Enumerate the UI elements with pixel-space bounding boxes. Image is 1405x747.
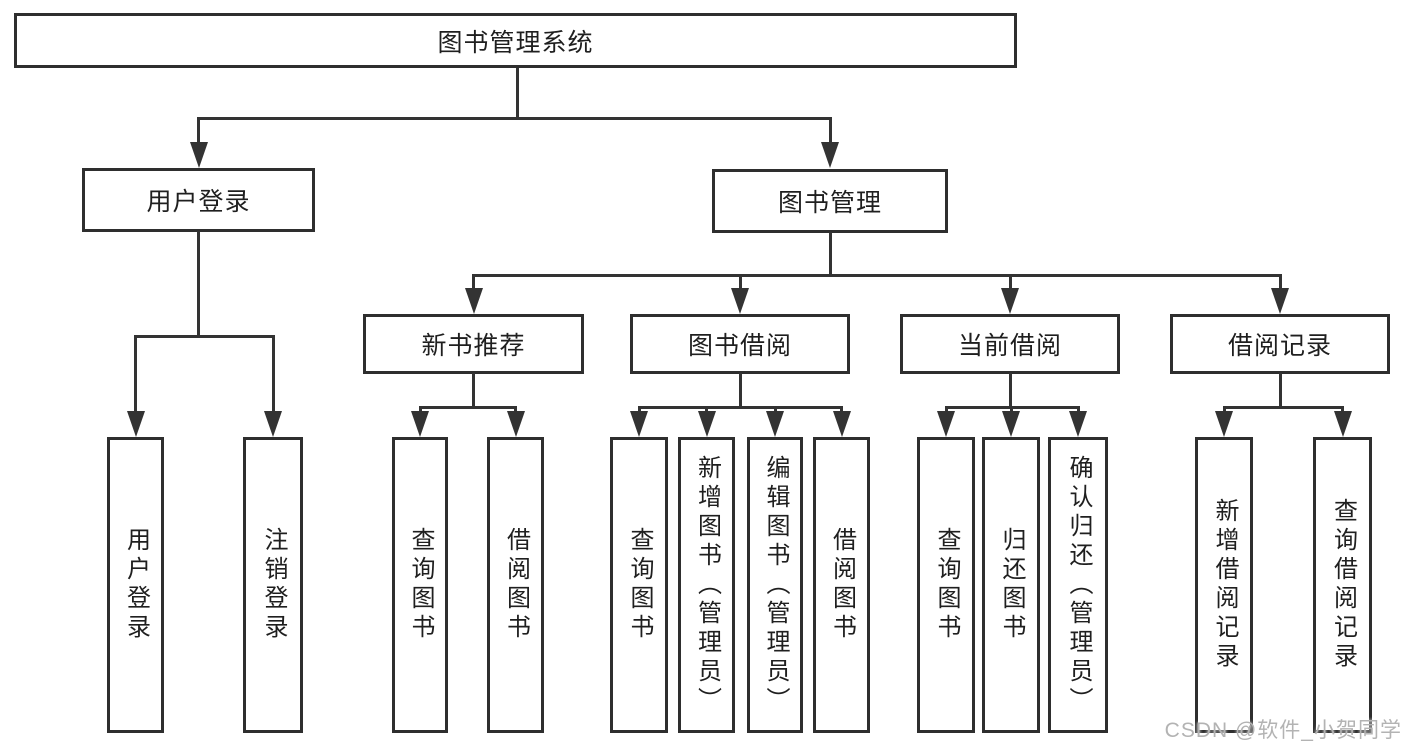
node-label: 查询图书 <box>407 527 434 643</box>
node-label: 确认归还（管理员） <box>1065 454 1092 716</box>
node-label: 图书管理 <box>777 189 882 217</box>
node-label: 借阅图书 <box>828 527 856 643</box>
box-records-query-record: 查询借阅记录 <box>1313 437 1372 733</box>
connector-line <box>197 231 200 338</box>
connector-line <box>472 373 475 409</box>
connector-line <box>738 373 742 409</box>
arrowhead-down-icon <box>1271 288 1289 314</box>
connector-line <box>1222 406 1344 409</box>
box-book-borrowing: 图书借阅 <box>630 314 850 374</box>
arrowhead-down-icon <box>630 411 648 437</box>
arrowhead-down-icon <box>1333 411 1352 437</box>
connector-line <box>197 117 832 120</box>
connector-line <box>134 335 275 338</box>
node-label: 编辑图书（管理员） <box>762 454 789 716</box>
box-book-management-system: 图书管理系统 <box>14 13 1017 68</box>
arrowhead-down-icon <box>766 411 784 437</box>
node-label: 借阅图书 <box>502 527 530 643</box>
node-label: 查询图书 <box>933 527 960 643</box>
connector-line <box>472 274 475 296</box>
arrowhead-down-icon <box>264 411 282 437</box>
box-borrowing-query-books: 查询图书 <box>610 437 668 733</box>
arrowhead-down-icon <box>464 288 483 314</box>
arrowhead-down-icon <box>937 411 955 437</box>
box-borrowing-borrow-books: 借阅图书 <box>813 437 870 733</box>
node-label: 图书管理系统 <box>437 28 594 57</box>
node-label: 图书借阅 <box>687 332 792 360</box>
box-book-management: 图书管理 <box>712 169 948 233</box>
connector-line <box>515 68 519 120</box>
connector-line <box>828 117 832 150</box>
box-borrowing-add-books-admin: 新增图书（管理员） <box>678 437 735 733</box>
box-user-login: 用户登录 <box>82 168 315 232</box>
connector-line <box>271 335 275 417</box>
arrowhead-down-icon <box>1069 411 1087 437</box>
node-label: 借阅记录 <box>1227 332 1332 360</box>
connector-line <box>1008 274 1012 296</box>
connector-line <box>828 232 832 277</box>
connector-line <box>418 406 517 409</box>
box-current-borrowing: 当前借阅 <box>900 314 1120 374</box>
arrowhead-down-icon <box>832 411 851 437</box>
node-label: 用户登录 <box>122 527 150 643</box>
box-current-confirm-return-admin: 确认归还（管理员） <box>1048 437 1108 733</box>
node-label: 查询图书 <box>626 527 653 643</box>
arrowhead-down-icon <box>1002 411 1020 437</box>
connector-line <box>134 335 137 417</box>
node-label: 新增图书（管理员） <box>693 454 721 716</box>
connector-line <box>738 274 742 296</box>
box-borrowing-records: 借阅记录 <box>1170 314 1390 374</box>
connector-line <box>637 406 843 409</box>
connector-line <box>1278 373 1282 409</box>
arrowhead-down-icon <box>126 411 145 437</box>
arrowhead-down-icon <box>506 411 525 437</box>
connector-line <box>197 117 200 150</box>
box-new-book-recommend: 新书推荐 <box>363 314 584 374</box>
box-borrowing-edit-books-admin: 编辑图书（管理员） <box>747 437 803 733</box>
box-leaf-user-login: 用户登录 <box>107 437 164 733</box>
arrowhead-down-icon <box>731 288 749 314</box>
arrowhead-down-icon <box>697 411 716 437</box>
node-label: 当前借阅 <box>957 332 1062 360</box>
arrowhead-down-icon <box>1001 288 1019 314</box>
box-leaf-logout: 注销登录 <box>243 437 303 733</box>
arrowhead-down-icon <box>1215 411 1233 437</box>
watermark: CSDN @软件_小贺同学 <box>1164 719 1402 742</box>
box-recommend-borrow-books: 借阅图书 <box>487 437 544 733</box>
node-label: 用户登录 <box>146 188 251 216</box>
box-recommend-query-books: 查询图书 <box>392 437 448 733</box>
node-label: 归还图书 <box>998 527 1025 643</box>
box-current-return-books: 归还图书 <box>982 437 1040 733</box>
arrowhead-down-icon <box>821 142 839 168</box>
connector-line <box>1008 373 1012 409</box>
node-label: 新增借阅记录 <box>1211 498 1238 672</box>
node-label: 注销登录 <box>260 527 287 643</box>
box-current-query-books: 查询图书 <box>917 437 975 733</box>
node-label: 查询借阅记录 <box>1329 498 1357 672</box>
connector-line <box>472 274 1282 277</box>
node-label: 新书推荐 <box>421 332 526 360</box>
arrowhead-down-icon <box>411 411 429 437</box>
arrowhead-down-icon <box>189 142 208 168</box>
box-records-add-record: 新增借阅记录 <box>1195 437 1253 733</box>
connector-line <box>1278 274 1282 296</box>
